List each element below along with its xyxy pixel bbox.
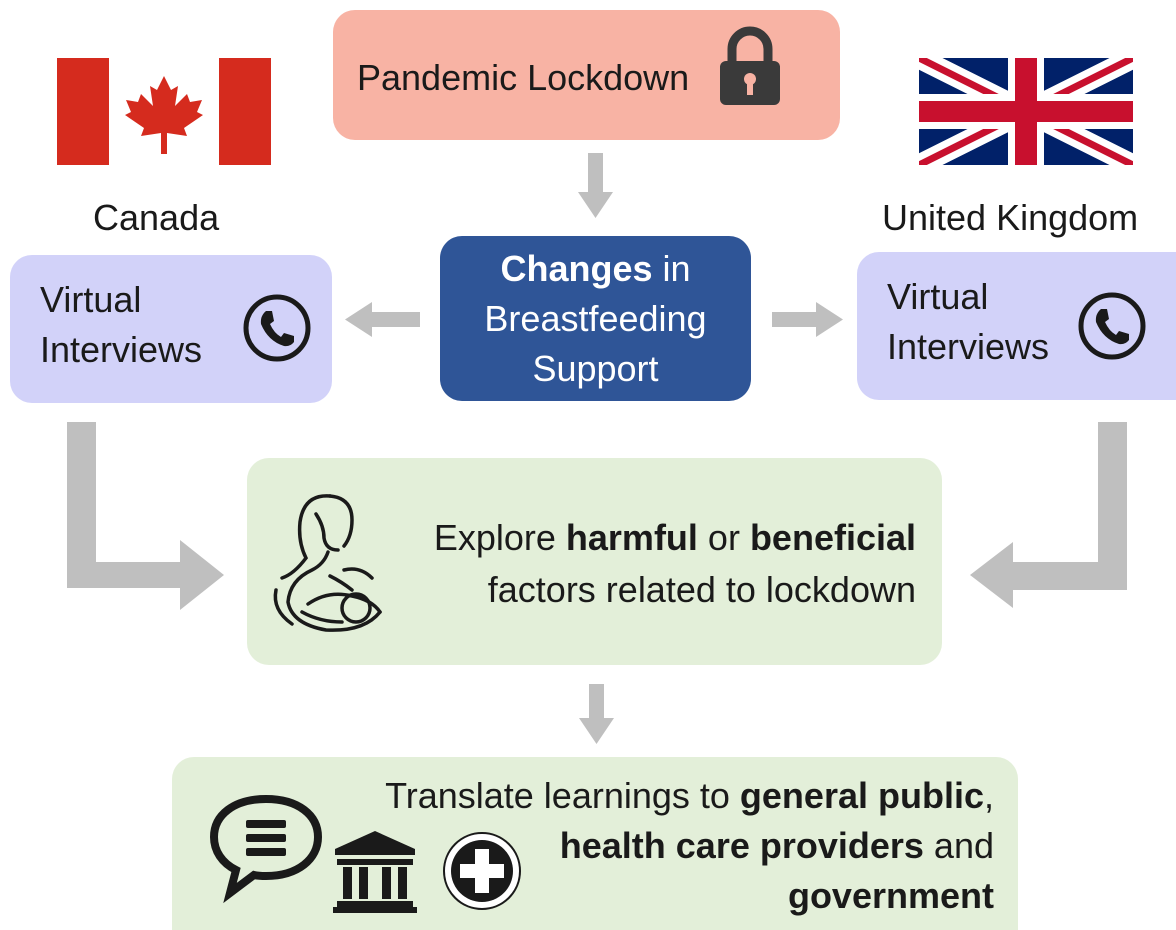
explore-p1: Explore [433,517,566,558]
lock-icon [720,26,780,105]
translate-line1: Translate learnings to general public, [385,771,994,821]
virtual-left-line1: Virtual [40,279,142,320]
changes-box: Changes in Breastfeeding Support [440,236,751,401]
virtual-interviews-uk-box: Virtual Interviews [857,252,1176,400]
explore-line2: factors related to lockdown [487,569,916,610]
speech-bubble-icon [209,794,323,904]
explore-line1: Explore harmful or beneficial [434,512,916,564]
explore-p2: or [697,517,750,558]
arrow-lockdown-to-changes [578,153,613,218]
uk-flag [919,58,1133,165]
translate-p3: and [923,825,994,866]
arrow-canada-to-explore [67,422,224,610]
changes-rest: in [652,248,691,289]
virtual-interviews-uk-text: Virtual Interviews [887,272,1049,372]
explore-text: Explore harmful or beneficial factors re… [434,512,916,616]
arrow-uk-to-explore [970,422,1127,608]
explore-beneficial: beneficial [749,517,916,558]
phone-icon [1078,292,1146,360]
virtual-left-line2: Interviews [40,329,203,370]
changes-line2: Breastfeeding [484,298,707,339]
medical-cross-icon [443,832,521,910]
translate-government: government [787,875,994,916]
changes-bold: Changes [500,248,653,289]
translate-line2: health care providers and [385,821,994,871]
virtual-right-line2: Interviews [887,326,1050,367]
translate-health-care-providers: health care providers [559,825,924,866]
translate-p1: Translate learnings to [385,775,740,816]
virtual-right-line1: Virtual [887,276,989,317]
arrow-changes-to-uk [772,302,843,337]
translate-text: Translate learnings to general public, h… [385,771,994,921]
translate-learnings-box: Translate learnings to general public, h… [172,757,1018,930]
changes-line1: Changes in [440,244,751,294]
mother-baby-icon [273,494,382,632]
translate-p2: , [983,775,994,816]
changes-line3: Support [532,348,659,389]
arrow-changes-to-canada [345,302,420,337]
explore-factors-box: Explore harmful or beneficial factors re… [247,458,942,665]
translate-general-public: general public [739,775,984,816]
virtual-interviews-canada-text: Virtual Interviews [40,275,202,375]
pandemic-lockdown-label: Pandemic Lockdown [357,57,690,98]
canada-flag [57,58,271,165]
translate-line3: government [385,871,994,921]
government-building-icon [333,831,417,913]
phone-icon [243,294,311,362]
country-label-uk: United Kingdom [882,197,1139,238]
arrow-explore-to-translate [579,684,614,744]
virtual-interviews-canada-box: Virtual Interviews [10,255,332,403]
country-label-canada: Canada [93,197,220,238]
explore-harmful: harmful [565,517,698,558]
